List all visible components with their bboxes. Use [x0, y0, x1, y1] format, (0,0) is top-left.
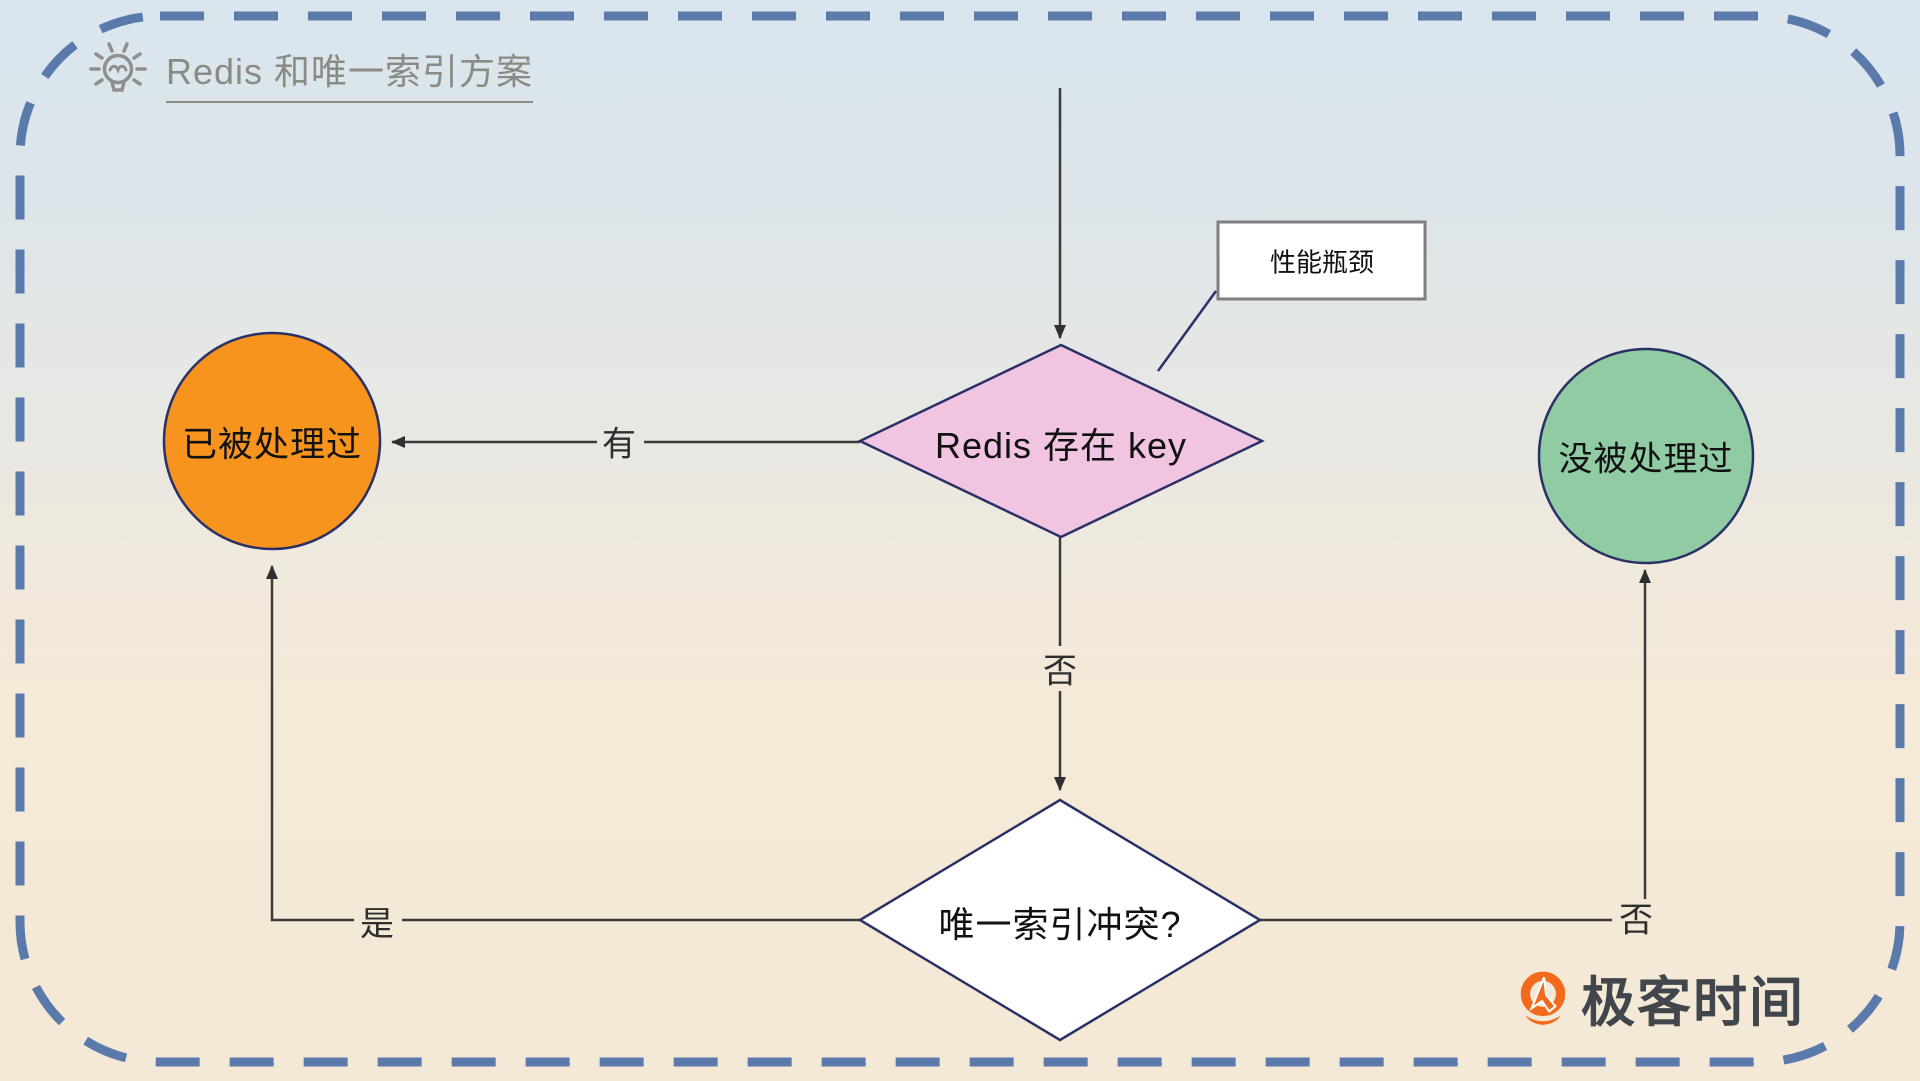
diamond-redis-exists [857, 343, 1265, 539]
geektime-logo: 极客时间 [1517, 958, 1805, 1037]
circle-processed [162, 331, 382, 551]
geektime-logo-text: 极客时间 [1581, 973, 1805, 1033]
edge-yes-arrow [266, 565, 354, 922]
diamond-redis-exists-label: Redis 存在 key [934, 425, 1188, 466]
circle-processed-label: 已被处理过 [181, 425, 363, 465]
diagram-title-text: Redis 和唯一索引方案 [166, 43, 534, 103]
callout-label: 性能瓶颈 [1269, 247, 1375, 278]
circle-not-processed [1537, 347, 1755, 565]
circle-not-processed-label: 没被处理过 [1558, 440, 1734, 479]
diagram-title: Redis 和唯一索引方案 [86, 40, 534, 106]
callout-box [1216, 220, 1427, 301]
edge-label-yes: 是 [360, 905, 394, 944]
edge-label-no: 否 [1043, 652, 1077, 691]
callout-connector [1156, 290, 1218, 372]
diamond-unique-conflict-label: 唯一索引冲突? [938, 904, 1182, 945]
edge-label-no-right: 否 [1619, 901, 1653, 940]
edge-label-has: 有 [602, 425, 636, 464]
geektime-logo-icon [1517, 968, 1569, 1028]
lightbulb-icon [86, 40, 150, 106]
diamond-unique-conflict [857, 798, 1263, 1042]
